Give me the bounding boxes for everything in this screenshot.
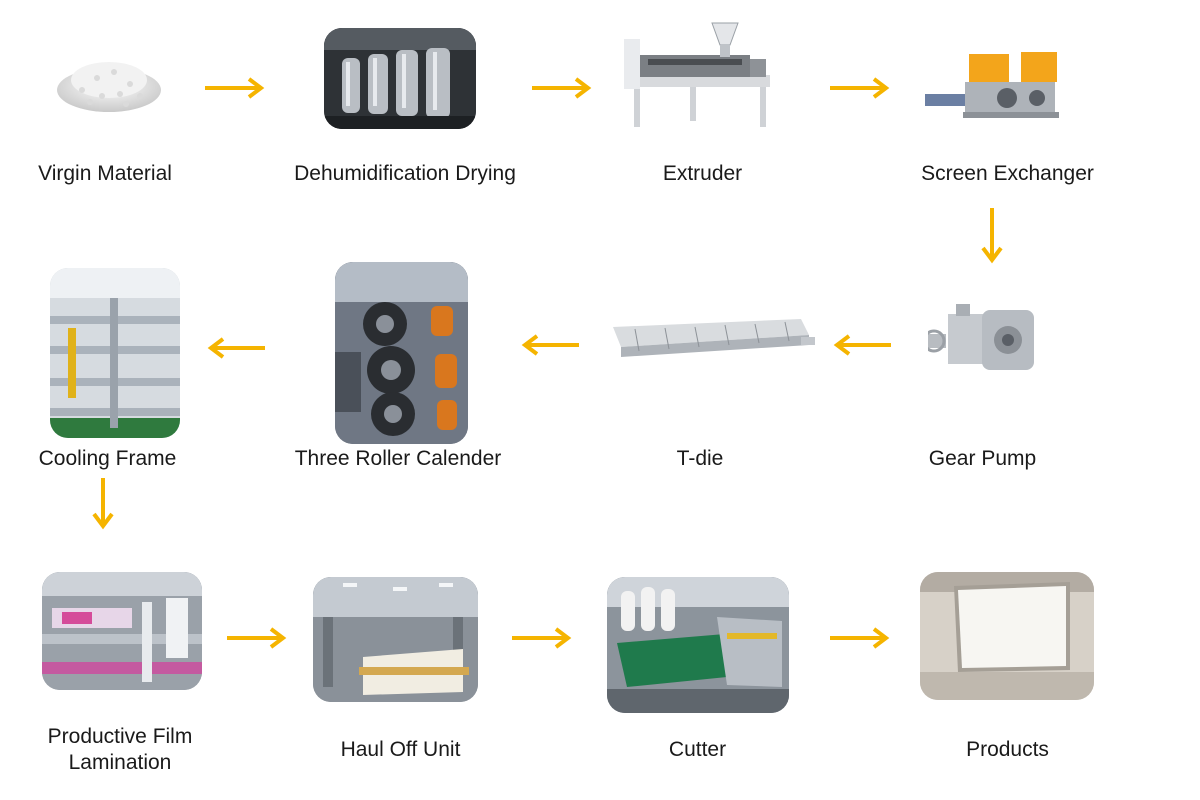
node-label-three-roller-calender: Three Roller Calender <box>294 447 502 470</box>
calender-photo <box>335 262 468 444</box>
arrow-left-3 <box>207 337 265 359</box>
arrow-right-4 <box>227 627 287 649</box>
arrow-right-2 <box>532 77 592 99</box>
pellets-icon <box>52 50 167 115</box>
node-label-products: Products <box>966 738 1049 761</box>
dryer-photo <box>324 28 476 129</box>
lamination-photo <box>42 572 202 690</box>
screen-exchanger-icon <box>925 48 1065 123</box>
arrow-right-6 <box>830 627 890 649</box>
node-label-t-die: T-die <box>676 447 724 470</box>
node-label-haul-off-unit: Haul Off Unit <box>340 738 461 761</box>
cutter-photo <box>607 577 789 713</box>
node-label-productive-film-lamination: Productive Film Lamination <box>47 725 193 774</box>
arrow-right-5 <box>512 627 572 649</box>
gear-pump-icon <box>928 300 1040 380</box>
node-label-cutter: Cutter <box>668 738 727 761</box>
arrow-down-1 <box>981 208 1003 264</box>
arrow-left-2 <box>521 334 579 356</box>
node-label-dehumidification-drying: Dehumidification Drying <box>294 162 516 185</box>
extruder-icon <box>620 15 772 130</box>
product-panel-photo <box>920 572 1094 700</box>
arrow-left-1 <box>833 334 891 356</box>
node-label-screen-exchanger: Screen Exchanger <box>921 162 1094 185</box>
cooling-frame-photo <box>50 268 180 438</box>
node-label-cooling-frame: Cooling Frame <box>38 447 177 470</box>
t-die-icon <box>605 317 817 365</box>
arrow-right-1 <box>205 77 265 99</box>
arrow-down-2 <box>92 478 114 530</box>
node-label-extruder: Extruder <box>662 162 743 185</box>
node-label-virgin-material: Virgin Material <box>38 162 172 185</box>
arrow-right-3 <box>830 77 890 99</box>
haul-off-photo <box>313 577 478 702</box>
node-label-gear-pump: Gear Pump <box>928 447 1037 470</box>
